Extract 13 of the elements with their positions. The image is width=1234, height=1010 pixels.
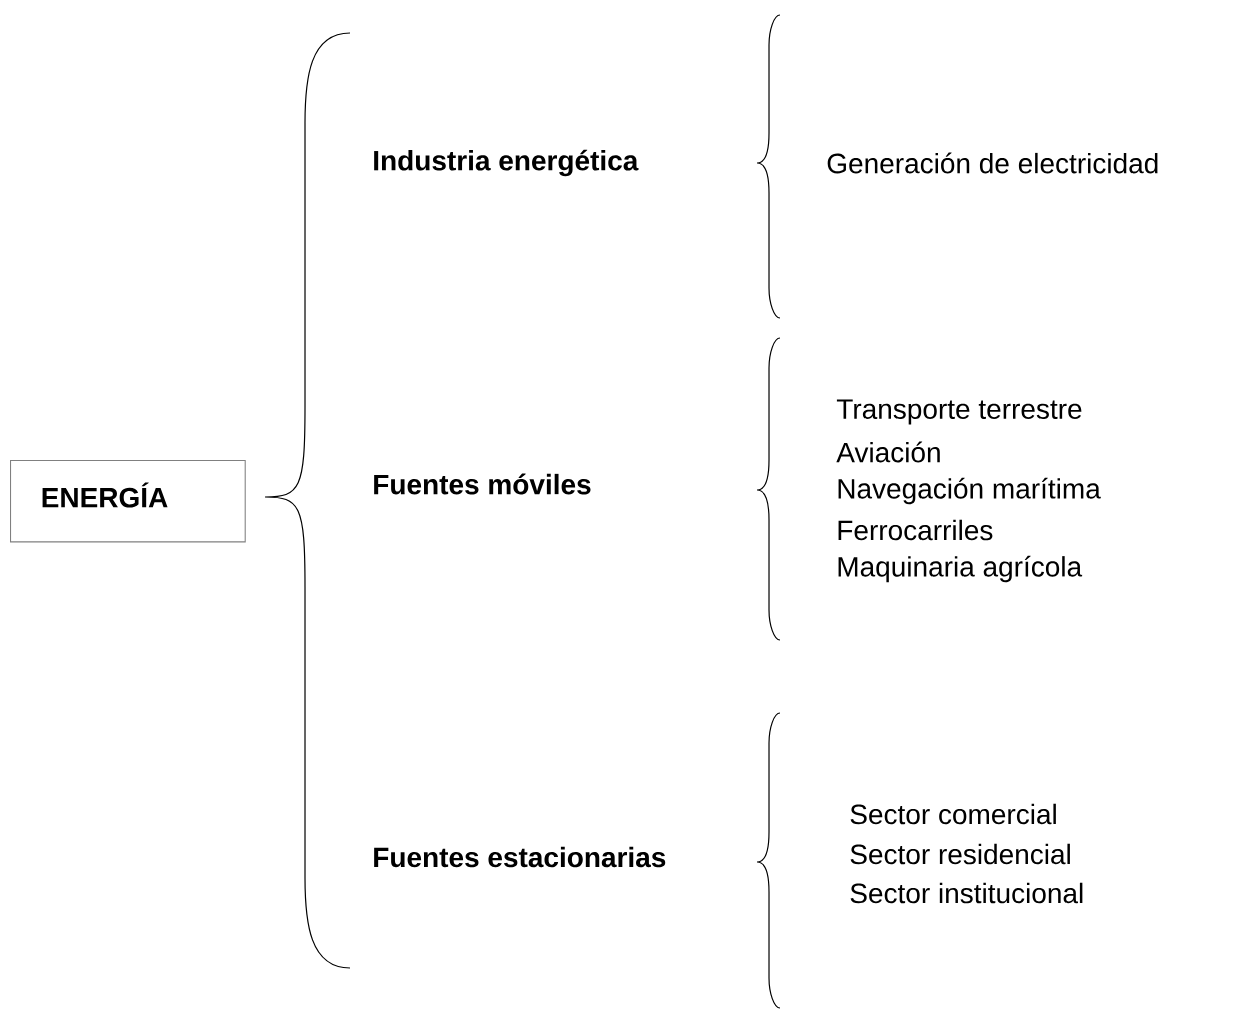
category-label: Fuentes móviles xyxy=(374,473,591,495)
item-label: Sector residencial xyxy=(850,843,1070,865)
item-label: Sector comercial xyxy=(850,803,1056,825)
item-label: Navegación marítima xyxy=(838,477,1101,505)
category-label: Fuentes estacionarias xyxy=(374,846,666,868)
title-box: ENERGÍA xyxy=(10,460,246,543)
item-label: Generación de electricidad xyxy=(827,152,1158,174)
category-label: Industria energética xyxy=(374,149,639,177)
item-label: Aviación xyxy=(836,441,940,463)
item-label: Maquinaria agrícola xyxy=(838,555,1083,583)
item-label: Ferrocarriles xyxy=(838,519,993,541)
item-label: Transporte terrestre xyxy=(836,399,1082,425)
item-label: Sector institucional xyxy=(850,882,1083,904)
